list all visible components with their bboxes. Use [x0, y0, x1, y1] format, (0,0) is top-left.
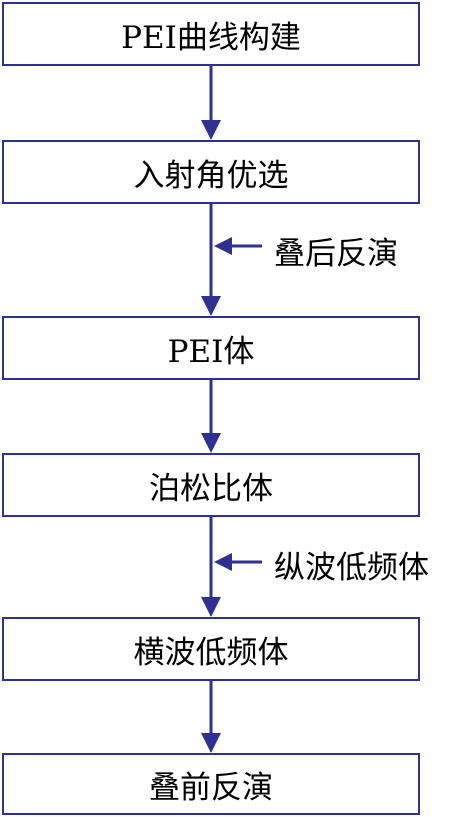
- arrow-input-post-stack-inversion: [214, 237, 262, 255]
- arrow-step3-to-step4: [201, 380, 221, 453]
- step-prestack-inversion: 叠前反演: [2, 753, 420, 815]
- step-label: 泊松比体: [149, 470, 273, 507]
- input-label-post-stack-inversion: 叠后反演: [274, 236, 398, 272]
- step-incidence-angle-optimization: 入射角优选: [2, 140, 420, 204]
- arrow-step5-to-step6: [201, 681, 221, 753]
- step-s-wave-low-frequency-volume: 横波低频体: [2, 617, 420, 681]
- step-label: PEI曲线构建: [121, 19, 301, 56]
- arrow-step4-to-step5: [201, 517, 221, 617]
- step-label: 入射角优选: [133, 157, 289, 194]
- step-poisson-ratio-volume: 泊松比体: [2, 453, 420, 517]
- step-label: PEI体: [167, 333, 255, 370]
- step-label: 叠前反演: [149, 769, 273, 806]
- arrow-step2-to-step3: [201, 204, 221, 316]
- step-pei-curve-construction: PEI曲线构建: [2, 2, 420, 66]
- arrow-step1-to-step2: [201, 66, 221, 140]
- input-label-p-wave-low-frequency: 纵波低频体: [274, 550, 429, 586]
- step-label: 横波低频体: [133, 634, 289, 671]
- step-pei-volume: PEI体: [2, 316, 420, 380]
- arrow-input-p-wave-low-frequency: [214, 553, 262, 571]
